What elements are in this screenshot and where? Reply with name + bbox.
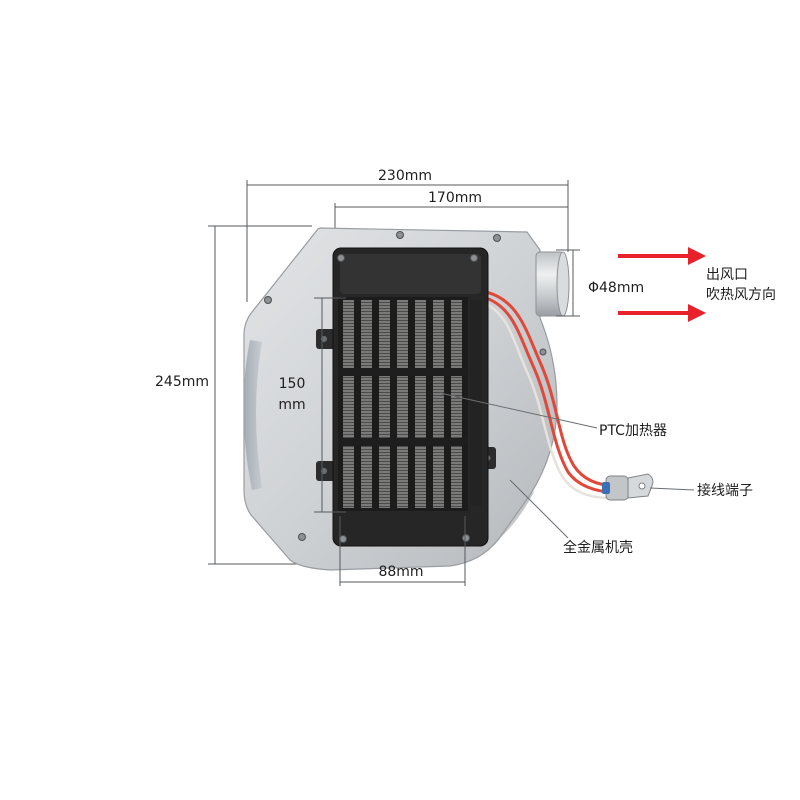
total-height-label: 245mm [155, 374, 209, 390]
total-width-label: 230mm [378, 168, 432, 184]
fan-intake-curve [243, 340, 262, 490]
fin-slot [397, 300, 408, 508]
leader-line [509, 479, 569, 539]
outlet-callout-line2: 吹热风方向 [706, 287, 776, 303]
dimension-heater-to-outlet: 170mm [334, 190, 568, 250]
red-wire [485, 290, 619, 488]
leader-line [439, 392, 598, 429]
housing-screw [539, 348, 547, 356]
housing-screw [396, 231, 404, 239]
fin-slot [415, 300, 426, 508]
heater-screw [462, 534, 470, 542]
dimension-heater-height: 150 mm [278, 297, 346, 513]
ptc-heater [316, 247, 496, 547]
clear-wire [485, 302, 611, 500]
fin-slot [361, 300, 372, 508]
airflow-arrow-bottom [618, 304, 706, 322]
red-wire [485, 296, 615, 494]
heater-screw [470, 254, 478, 262]
arrow-shaft [618, 254, 692, 258]
housing-screw [298, 533, 306, 541]
housing-screw [264, 296, 272, 304]
grille-crossbar [338, 368, 468, 376]
air-outlet-pipe [535, 251, 570, 317]
housing-shadow-edge [490, 490, 535, 548]
housing-label: 全金属机壳 [563, 539, 633, 556]
ptc-heater-label: PTC加热器 [599, 423, 667, 439]
terminal-label: 接线端子 [697, 482, 753, 499]
grille-crossbar [338, 438, 468, 446]
callout-housing: 全金属机壳 [509, 479, 633, 556]
heater-screw [339, 535, 347, 543]
fin-slot [379, 300, 390, 508]
arrow-shaft [618, 311, 692, 315]
outlet-pipe-rim [556, 251, 570, 317]
dimension-outlet-diameter: Φ48mm [556, 249, 644, 317]
fin-slot [343, 300, 354, 508]
arrow-head [688, 247, 706, 265]
heater-height-value: 150 [279, 376, 306, 392]
callout-ptc-heater: PTC加热器 [439, 392, 667, 439]
heater-side-strip [470, 300, 482, 506]
dimension-total-height: 245mm [155, 225, 312, 565]
fin-slot [451, 300, 462, 508]
heater-grille [338, 297, 468, 511]
wiring [485, 290, 654, 501]
outlet-diameter-label: Φ48mm [588, 280, 644, 296]
leader-line [649, 487, 695, 491]
dimension-heater-width: 88mm [339, 516, 466, 586]
airflow-arrow-top [618, 247, 706, 265]
airflow-arrows: 出风口 吹热风方向 [618, 247, 776, 322]
housing-screw [493, 234, 501, 242]
dimension-total-width: 230mm [246, 168, 569, 302]
terminal-hole [638, 482, 646, 490]
heater-screw [337, 254, 345, 262]
heater-height-unit: mm [278, 397, 305, 413]
arrow-head [688, 304, 706, 322]
fin-slot [433, 300, 444, 508]
heater-width-label: 88mm [378, 564, 423, 580]
outlet-callout-line1: 出风口 [706, 267, 748, 283]
heater-top-cap [340, 254, 481, 294]
callout-terminal: 接线端子 [649, 482, 753, 499]
wire-terminal [602, 473, 654, 501]
terminal-insulator [602, 482, 610, 494]
heater-to-outlet-label: 170mm [428, 190, 482, 206]
